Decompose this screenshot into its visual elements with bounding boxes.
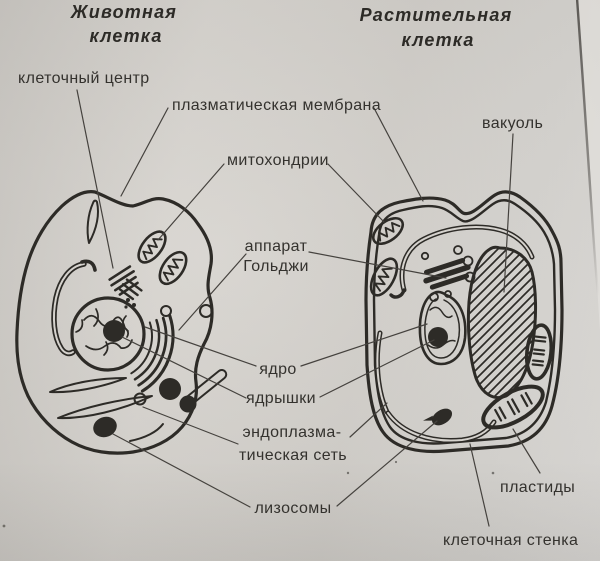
plant-nucleus bbox=[418, 290, 467, 366]
plant-mitochondrion-2 bbox=[369, 257, 399, 297]
leader-nucleoli-right bbox=[319, 339, 435, 398]
animal-cell-drawing bbox=[15, 190, 228, 455]
label-er-line2: тическая сеть bbox=[239, 447, 347, 464]
plant-cell-title-line1: Растительная bbox=[360, 5, 513, 25]
plant-mitochondrion-1 bbox=[371, 216, 405, 246]
leader-cell-center bbox=[76, 89, 114, 269]
label-plasma-membrane: плазматическая мембрана bbox=[172, 97, 381, 114]
leader-golgi-left bbox=[178, 253, 247, 331]
label-er-line1: эндоплазма- bbox=[243, 424, 342, 441]
leader-lysosomes-right bbox=[336, 420, 438, 507]
animal-nucleolus bbox=[103, 320, 125, 342]
plant-nucleolus bbox=[428, 327, 448, 347]
leader-nucleus-right bbox=[300, 323, 428, 367]
leader-er-left bbox=[142, 406, 239, 445]
label-golgi-line2: Гольджи bbox=[243, 258, 309, 275]
leader-vacuole bbox=[503, 133, 514, 293]
plant-cell-title-line2: клетка bbox=[401, 30, 474, 50]
leader-lines bbox=[76, 89, 541, 527]
leader-golgi-right bbox=[308, 251, 447, 279]
leader-mitochondria-right bbox=[327, 163, 385, 223]
label-cell-center: клеточный центр bbox=[18, 70, 150, 87]
label-nucleus: ядро bbox=[259, 361, 296, 378]
animal-lysosomes bbox=[93, 378, 197, 438]
label-cell-wall: клеточная стенка bbox=[443, 532, 578, 549]
animal-cell-title-line1: Животная bbox=[70, 2, 177, 22]
label-lysosomes: лизосомы bbox=[254, 500, 331, 517]
animal-cell-membrane bbox=[15, 190, 214, 455]
label-mitochondria: митохондрии bbox=[227, 152, 329, 169]
leader-cell-wall bbox=[469, 443, 490, 527]
animal-centriole bbox=[108, 265, 143, 309]
plant-cell-wall-outer bbox=[364, 190, 564, 454]
animal-vesicle bbox=[199, 304, 213, 318]
label-golgi-line1: аппарат bbox=[245, 238, 308, 255]
label-plastids: пластиды bbox=[500, 479, 575, 496]
plant-plastid-1 bbox=[524, 323, 554, 381]
plant-vacuole bbox=[466, 245, 538, 400]
animal-mitochondrion-2 bbox=[158, 250, 188, 286]
leader-nucleoli-left bbox=[121, 336, 247, 399]
leader-membrane-left bbox=[120, 107, 169, 197]
animal-centriole-granules bbox=[124, 298, 136, 309]
leader-lysosomes-left bbox=[112, 433, 251, 508]
plant-cell-drawing bbox=[364, 190, 564, 454]
leader-mitochondria-left bbox=[157, 163, 225, 241]
animal-er bbox=[49, 199, 164, 442]
plant-golgi bbox=[420, 245, 476, 302]
leader-er-right bbox=[349, 402, 388, 438]
animal-mitochondrion-1 bbox=[137, 230, 167, 264]
plant-cell-membrane-inner bbox=[372, 199, 557, 445]
organelle-labels: клеточный центр плазматическая мембрана … bbox=[18, 70, 578, 549]
animal-nucleus bbox=[70, 296, 146, 372]
leader-nucleus-left bbox=[144, 326, 257, 367]
plant-plastid-2 bbox=[481, 384, 545, 430]
label-nucleoli: ядрышки bbox=[246, 390, 316, 407]
paper-specks bbox=[2, 460, 495, 528]
page-corner-highlight bbox=[577, 0, 600, 330]
animal-cell-title-line2: клетка bbox=[89, 26, 162, 46]
leader-membrane-right bbox=[373, 107, 424, 202]
titles: Животная клетка Растительная клетка bbox=[70, 2, 513, 50]
label-vacuole: вакуоль bbox=[482, 115, 543, 132]
page-edge-line bbox=[575, 0, 600, 297]
leader-plastids bbox=[512, 428, 541, 474]
